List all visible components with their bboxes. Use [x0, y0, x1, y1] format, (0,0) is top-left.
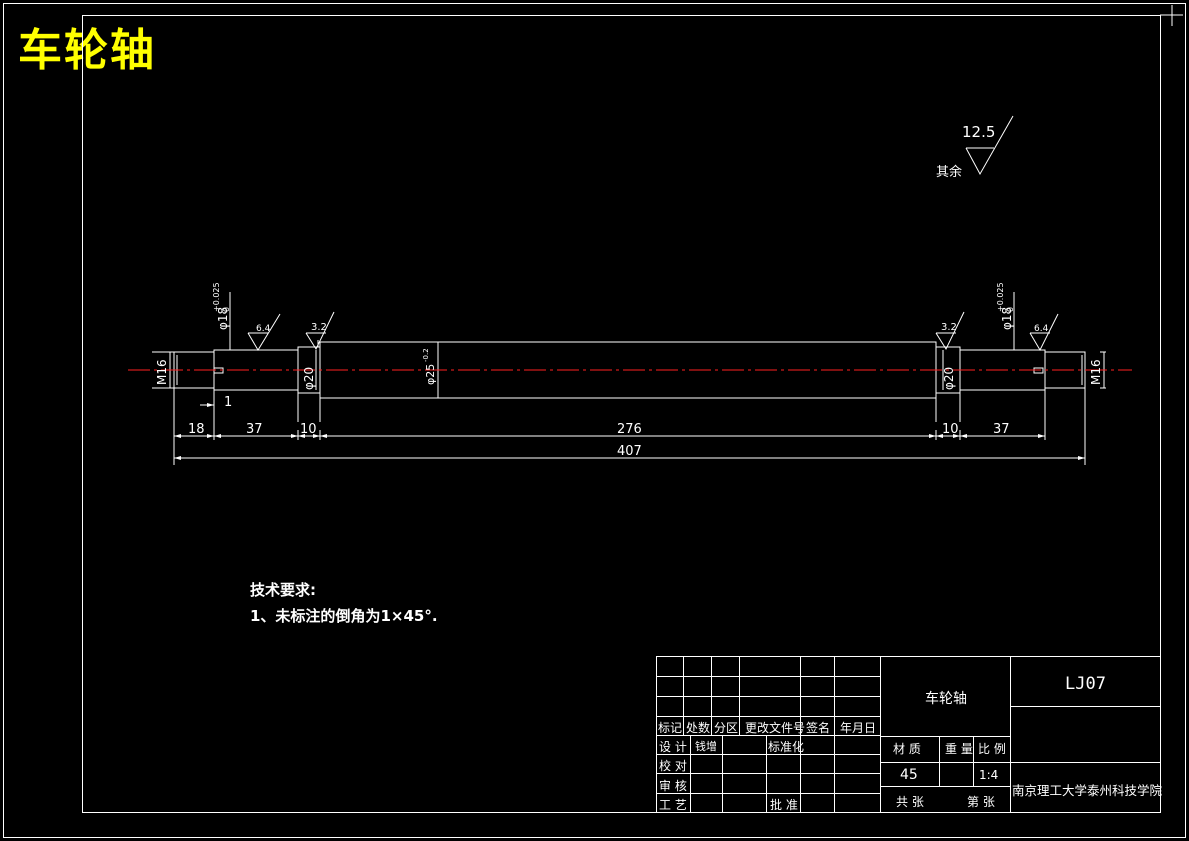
roughness-symbols: [247, 115, 1059, 352]
dimension-lines: [169, 350, 1105, 459]
tb-total-sheets: 共 张: [896, 795, 924, 809]
tb-sign: 签名: [806, 721, 831, 735]
roughness-mark-3: 3.2: [941, 322, 957, 333]
tb-scale: 1:4: [979, 768, 999, 782]
label-shoulder-left: φ20: [302, 367, 316, 390]
label-middle: φ25: [424, 364, 437, 385]
label-bearing-right-tol2: 0: [1006, 307, 1015, 312]
tb-material-header: 材 质: [893, 742, 921, 756]
dim-chamfer: 1: [224, 395, 232, 410]
tb-approve: 批 准: [770, 798, 798, 812]
tb-material: 45: [900, 767, 918, 783]
label-bearing-left-tol: +0.025: [212, 282, 221, 312]
label-thread-left: M16: [155, 359, 169, 385]
dim-10-left: 10: [300, 422, 317, 437]
tb-check: 校 对: [659, 759, 687, 773]
roughness-note-label: 其余: [936, 164, 962, 180]
tb-doc: 更改文件号: [745, 721, 806, 735]
dimension-arrows: [174, 403, 1085, 460]
roughness-mark-2: 3.2: [311, 322, 327, 333]
roughness-mark-4: 6.4: [1034, 324, 1049, 334]
tb-designer: 钱增: [695, 740, 717, 753]
dimension-ticks: [297, 430, 961, 440]
tb-scale-header: 比 例: [978, 742, 1006, 756]
title-block-grid: [656, 656, 1161, 813]
tb-date: 年月日: [840, 721, 877, 735]
tb-weight-header: 重 量: [945, 742, 973, 756]
tb-design: 设 计: [659, 740, 687, 754]
tb-zone: 分区: [714, 721, 739, 735]
dim-10-right: 10: [942, 422, 959, 437]
label-bearing-right-tol: +0.025: [996, 282, 1005, 312]
sheet-outer-border: [3, 3, 1186, 838]
sheet-inner-border: [82, 15, 1161, 813]
tb-part-name: 车轮轴: [925, 691, 967, 707]
roughness-mark-1: 6.4: [256, 324, 271, 334]
tb-process: 工 艺: [659, 798, 687, 812]
dim-276: 276: [617, 422, 642, 437]
tb-standardize: 标准化: [768, 740, 805, 754]
label-bearing-left-tol2: 0: [222, 307, 231, 312]
tb-review: 审 核: [659, 779, 687, 793]
corner-mark: [1160, 5, 1183, 26]
dim-407: 407: [617, 444, 642, 459]
label-bearing-left: φ18: [216, 307, 230, 330]
tech-req-heading: 技术要求:: [250, 581, 316, 599]
label-thread-right: M16: [1089, 359, 1103, 385]
extension-lines: [152, 292, 1106, 465]
tech-req-item-1: 1、未标注的倒角为1×45°.: [250, 607, 438, 625]
tb-sheet-no: 第 张: [967, 795, 995, 809]
dim-37-left: 37: [246, 422, 263, 437]
tb-drawing-no: LJ07: [1065, 674, 1106, 694]
dim-37-right: 37: [993, 422, 1010, 437]
tb-school: 南京理工大学泰州科技学院: [1012, 783, 1163, 798]
label-middle-tol: -0.2: [422, 348, 430, 362]
drawing-title: 车轮轴: [18, 25, 156, 76]
tb-mark: 标记: [658, 721, 683, 735]
label-bearing-right: φ18: [1000, 307, 1014, 330]
tb-count: 处数: [686, 721, 711, 735]
dim-18: 18: [188, 422, 205, 437]
roughness-note-value: 12.5: [962, 123, 995, 141]
technical-requirements: 技术要求: 1、未标注的倒角为1×45°.: [250, 577, 438, 629]
label-shoulder-right: φ20: [942, 367, 956, 390]
